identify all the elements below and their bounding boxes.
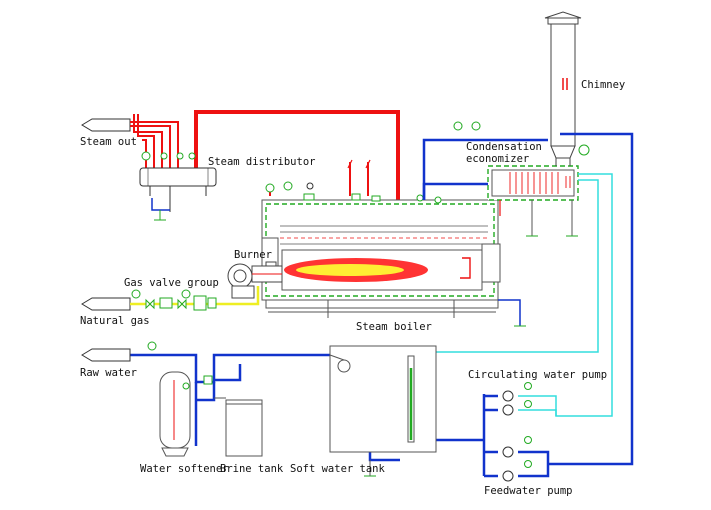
feedwater-pump-label: Feedwater pump [484, 485, 573, 497]
circulating-water-pumps [502, 382, 532, 416]
feedwater-pumps [502, 436, 532, 482]
circulating-water-pump-label: Circulating water pump [468, 369, 607, 381]
burner-label: Burner [234, 249, 272, 261]
burner [227, 261, 283, 299]
soft-water-tank-label: Soft water tank [290, 463, 386, 475]
flame-inner [296, 264, 404, 276]
steam-boiler [261, 181, 526, 327]
chimney-label: Chimney [581, 79, 625, 91]
brine-tank-label: Brine tank [220, 463, 284, 475]
circulating-water-lines [436, 173, 613, 417]
soft-water-tank [329, 345, 437, 477]
steam-distributor [139, 167, 217, 221]
gas-valve-group-label: Gas valve group [124, 277, 219, 289]
natural-gas-label: Natural gas [80, 315, 150, 327]
raw-water-arrow [81, 348, 131, 362]
condensation-economizer [487, 144, 590, 237]
condensation-economizer-label-1: Condensation [466, 141, 542, 153]
raw-water-label: Raw water [80, 367, 137, 379]
water-softener [159, 371, 213, 457]
brine-tank [214, 397, 263, 457]
steam-out-label: Steam out [80, 136, 137, 148]
condensation-economizer-label-2: economizer [466, 153, 529, 165]
top-gauges [453, 121, 481, 131]
steam-boiler-label: Steam boiler [356, 321, 432, 333]
water-softener-label: Water softener [140, 463, 229, 475]
raw-water-gauge [147, 341, 157, 351]
natural-gas-arrow [81, 297, 131, 311]
distributor-gauges [141, 151, 196, 161]
steam-distributor-label: Steam distributor [208, 156, 315, 168]
steam-out-arrow [81, 118, 131, 132]
gas-valve-group [130, 286, 260, 311]
chimney [544, 11, 582, 159]
